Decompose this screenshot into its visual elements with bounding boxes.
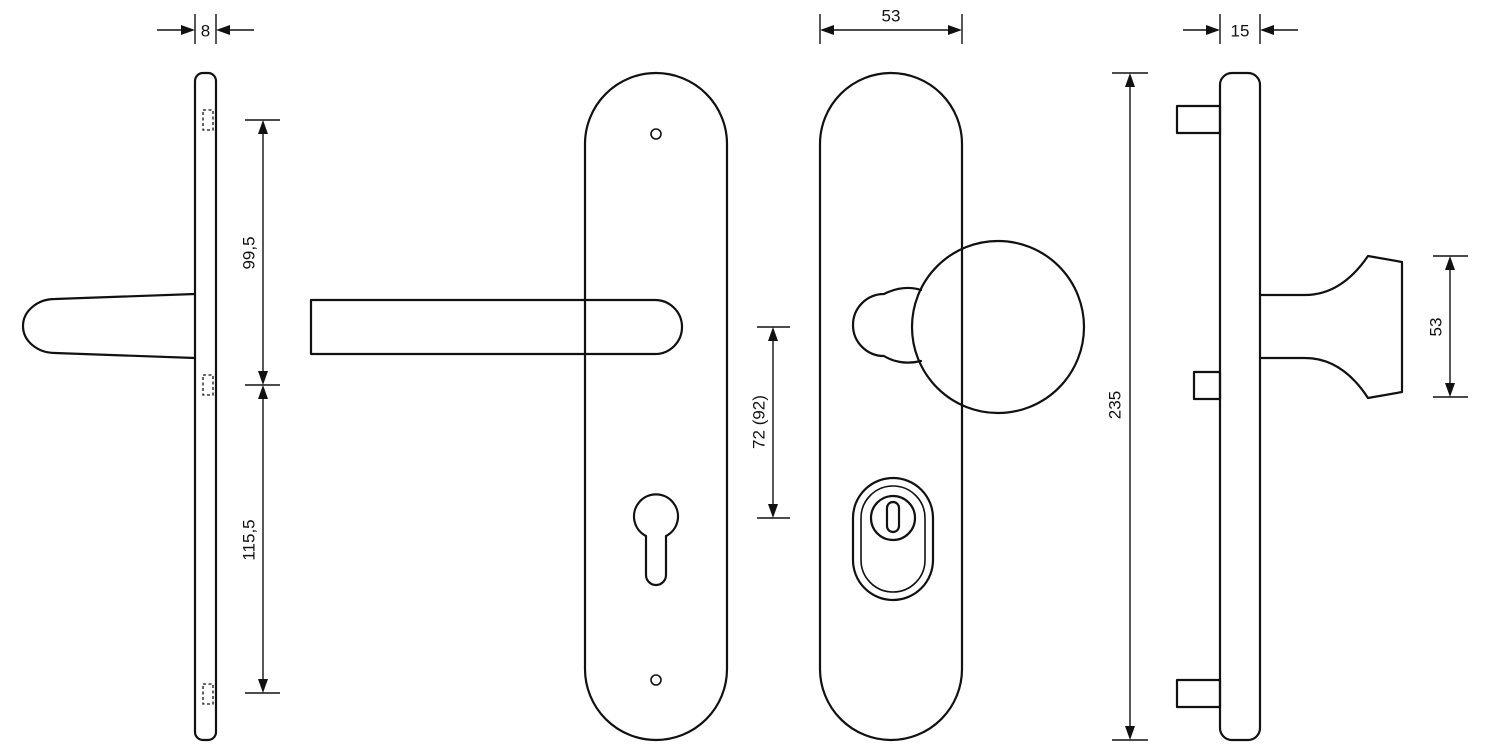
dimension-label-235: 235: [1105, 391, 1124, 419]
dimension-label-53-width: 53: [882, 6, 901, 25]
dimension-99-5-and-115-5: 99,5 115,5: [239, 119, 280, 694]
side-stud-bottom: [1175, 678, 1222, 709]
side-plate-knob: [1218, 71, 1262, 742]
side-view-knob: [1175, 71, 1404, 742]
front-plate-lever: [583, 71, 729, 742]
screw-hole-top: [650, 128, 662, 140]
cylinder-rotor: [869, 494, 917, 542]
screw-hole-bottom: [650, 674, 662, 686]
cylinder-cover-inner: [860, 485, 926, 593]
dimension-8: 8: [157, 14, 254, 44]
dimension-235: 235: [1105, 72, 1148, 741]
dimension-53-width: 53: [819, 6, 963, 44]
hidden-pin-top: [202, 109, 214, 131]
side-stud-top: [1175, 104, 1222, 135]
dimension-15: 15: [1183, 14, 1298, 44]
cylinder-key-slot: [885, 500, 901, 534]
knob-side-profile: [1258, 254, 1404, 400]
dimension-label-15: 15: [1231, 21, 1250, 40]
dimension-label-115-5: 115,5: [239, 519, 258, 560]
cylinder-cover-outer: [851, 476, 935, 602]
dimension-label-72-92: 72 (92): [749, 395, 768, 449]
front-view-lever: [309, 71, 729, 742]
knob-neck: [851, 286, 923, 364]
knob-front: [910, 239, 1086, 415]
dimension-label-53-knob: 53: [1426, 318, 1445, 337]
side-stud-middle: [1192, 370, 1222, 401]
lever-handle-front: [309, 298, 684, 356]
hidden-pin-bottom: [202, 683, 214, 705]
side-plate-lever: [193, 71, 218, 742]
dimension-72-92: 72 (92): [749, 326, 790, 519]
side-view-lever: [21, 71, 218, 742]
hidden-pin-middle: [202, 374, 214, 396]
lever-side-profile: [21, 292, 197, 360]
dimension-label-99-5: 99,5: [239, 236, 258, 269]
front-plate-knob: [818, 71, 964, 742]
dimension-53-knob: 53: [1426, 255, 1468, 398]
front-view-knob: [818, 71, 1086, 742]
dimension-label-8: 8: [201, 21, 210, 40]
cylinder-keyhole: [632, 493, 680, 587]
